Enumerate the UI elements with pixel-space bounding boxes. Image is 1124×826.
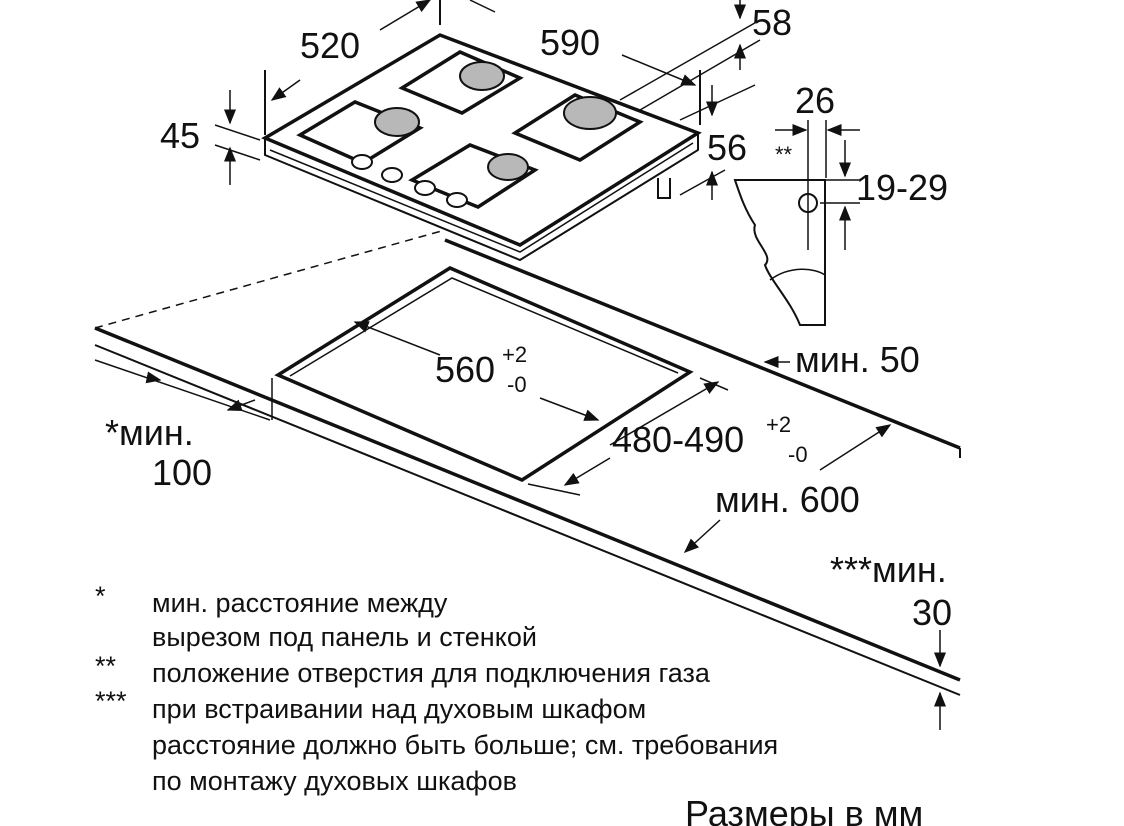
dim-min-back: мин. 50 [795,339,920,380]
note-text: при встраивании над духовым шкафом [152,694,646,724]
dim-cutout-depth: 480-490 [612,419,744,460]
footnotes: * мин. расстояние между вырезом под пане… [95,581,778,796]
dim-min-below-2: 30 [912,592,952,633]
note-marker: *** [95,686,127,716]
note-text: расстояние должно быть больше; см. требо… [152,730,778,760]
dim-gas-vertical: 19-29 [856,167,948,208]
dim-cutout-depth-tol-plus: +2 [766,412,791,437]
gas-hob [261,33,702,262]
dim-cutout-width-tol-plus: +2 [502,342,527,367]
burner [459,61,505,91]
dim-cutout-width: 560 [435,349,495,390]
dim-top-offset: 58 [752,2,792,43]
dim-min-side-1: *мин. [105,412,194,453]
dim-gas-marker: ** [775,142,793,167]
burner [374,107,420,137]
gas-connection-detail [733,179,826,326]
dim-height-left: 45 [160,115,200,156]
dim-cutout-depth-tol-minus: -0 [788,442,808,467]
note-text: по монтажу духовых шкафов [152,766,517,796]
note-text: положение отверстия для подключения газа [152,658,711,688]
note-marker: ** [95,651,117,681]
note-marker: * [95,581,106,611]
burner [487,153,529,181]
burner [563,96,617,130]
note-text: вырезом под панель и стенкой [152,622,537,652]
units-caption: Размеры в мм [685,793,923,826]
dim-min-depth: мин. 600 [715,479,860,520]
note-text: мин. расстояние между [152,588,448,618]
control-knobs [351,154,468,208]
dim-depth: 520 [300,25,360,66]
cutout [274,266,694,482]
dim-height-right: 56 [707,127,747,168]
dim-width: 590 [540,22,600,63]
dim-cutout-width-tol-minus: -0 [507,372,527,397]
dimension-lines [94,0,946,730]
dim-min-side-2: 100 [152,452,212,493]
dim-min-below-1: ***мин. [830,549,947,590]
dim-gas-horizontal: 26 [795,80,835,121]
gas-connector [657,178,671,199]
